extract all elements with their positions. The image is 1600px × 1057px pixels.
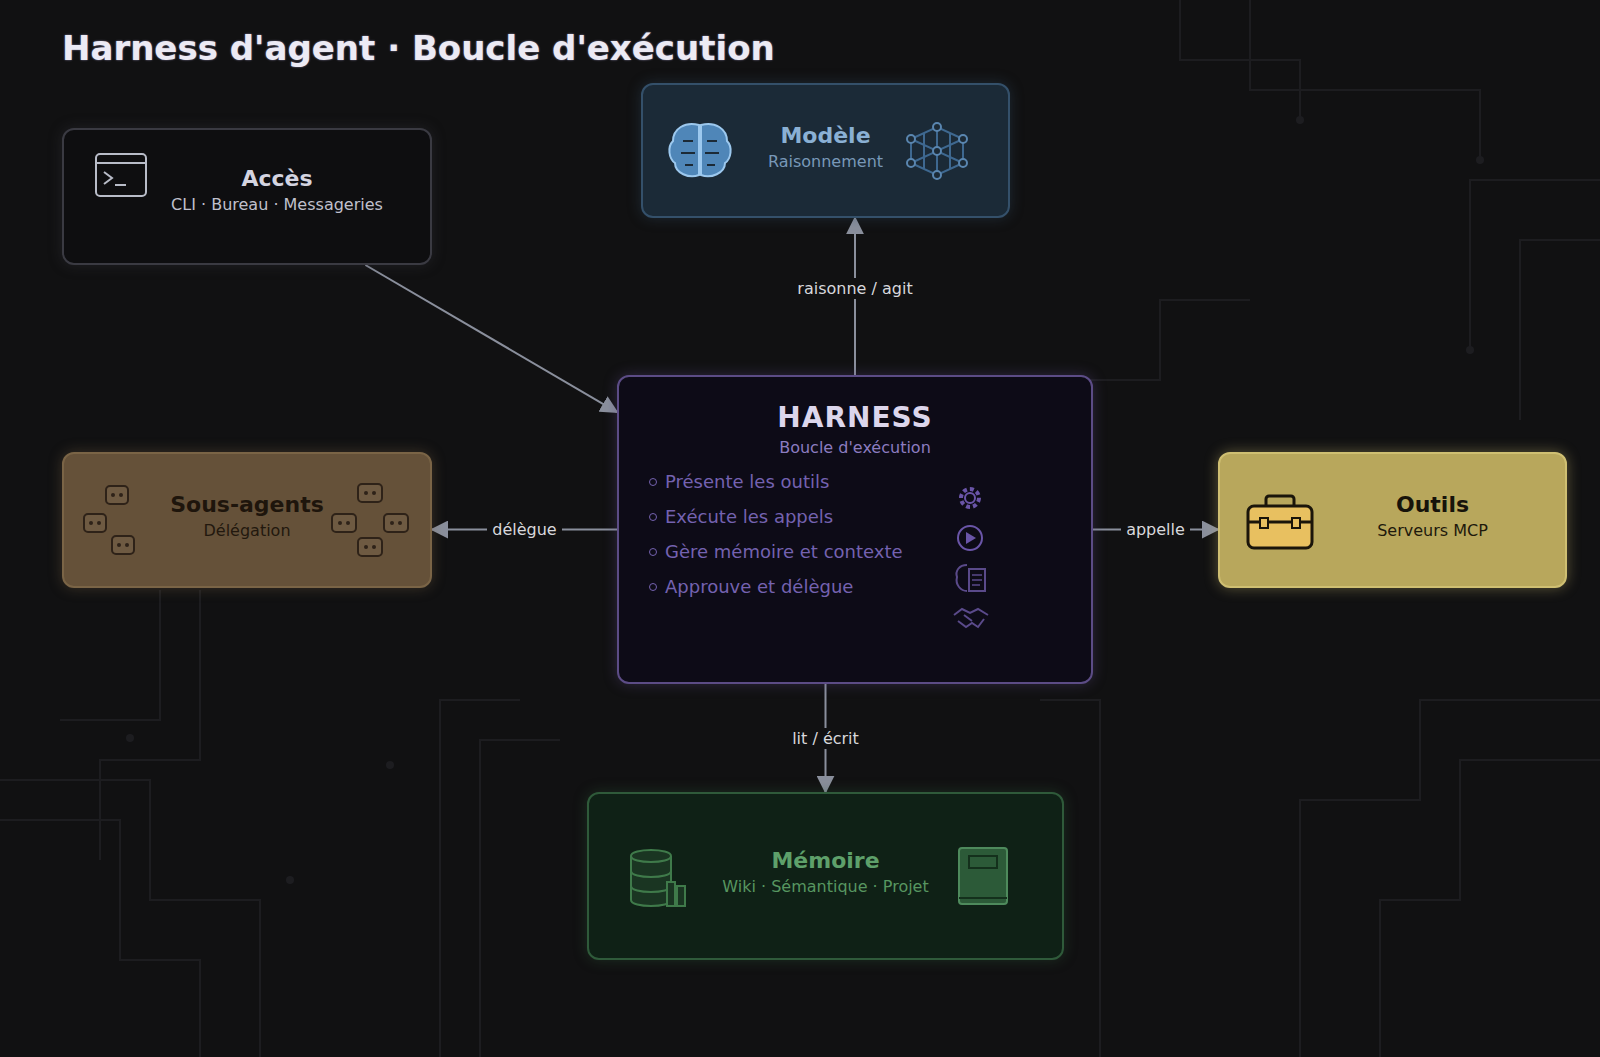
robots-icon [328, 476, 418, 566]
edge-label: délègue [487, 519, 561, 540]
node-subtitle: Wiki · Sémantique · Projet [589, 877, 1062, 896]
brain-icon [665, 119, 735, 183]
node-title: Mémoire [589, 848, 1062, 873]
node-title: HARNESS [649, 401, 1091, 434]
harness-box: HARNESS Boucle d'exécutionPrésente les ou… [617, 375, 1093, 684]
node-title: Sous-agents [64, 492, 430, 517]
node-title: Outils [1300, 492, 1565, 517]
model-box: ModèleRaisonnement [641, 83, 1010, 218]
toolbox-icon [1244, 492, 1316, 552]
list-item: Présente les outils [649, 471, 1091, 492]
subagents-box: Sous-agentsDélégation [62, 452, 432, 588]
access-box: AccèsCLI · Bureau · Messageries [62, 128, 432, 265]
connector-arrow [365, 265, 617, 412]
robots-icon [78, 478, 152, 564]
diagram-title: Harness d'agent · Boucle d'exécution [62, 28, 775, 68]
list-item: Gère mémoire et contexte [649, 541, 1091, 562]
node-subtitle: CLI · Bureau · Messageries [124, 195, 430, 214]
network-icon [901, 119, 973, 183]
handshake-icon [952, 603, 990, 633]
node-subtitle: Raisonnement [643, 152, 1008, 171]
memory-box: MémoireWiki · Sémantique · Projet [587, 792, 1064, 960]
gear-icon [955, 483, 985, 513]
edge-label: lit / écrit [787, 728, 864, 749]
edge-label: appelle [1121, 519, 1190, 540]
database-icon [627, 846, 691, 910]
book-icon [955, 846, 1011, 910]
node-subtitle: Délégation [64, 521, 430, 540]
play-icon [955, 523, 985, 553]
node-title: Modèle [643, 123, 1008, 148]
terminal-icon [94, 152, 148, 198]
node-subtitle: Serveurs MCP [1300, 521, 1565, 540]
node-title: Accès [124, 166, 430, 191]
tools-box: OutilsServeurs MCP [1218, 452, 1567, 588]
edge-label: raisonne / agit [792, 278, 917, 299]
context-icon [953, 561, 989, 595]
node-subtitle: Boucle d'exécution [649, 438, 1091, 457]
list-item: Approuve et délègue [649, 576, 1091, 597]
list-item: Exécute les appels [649, 506, 1091, 527]
